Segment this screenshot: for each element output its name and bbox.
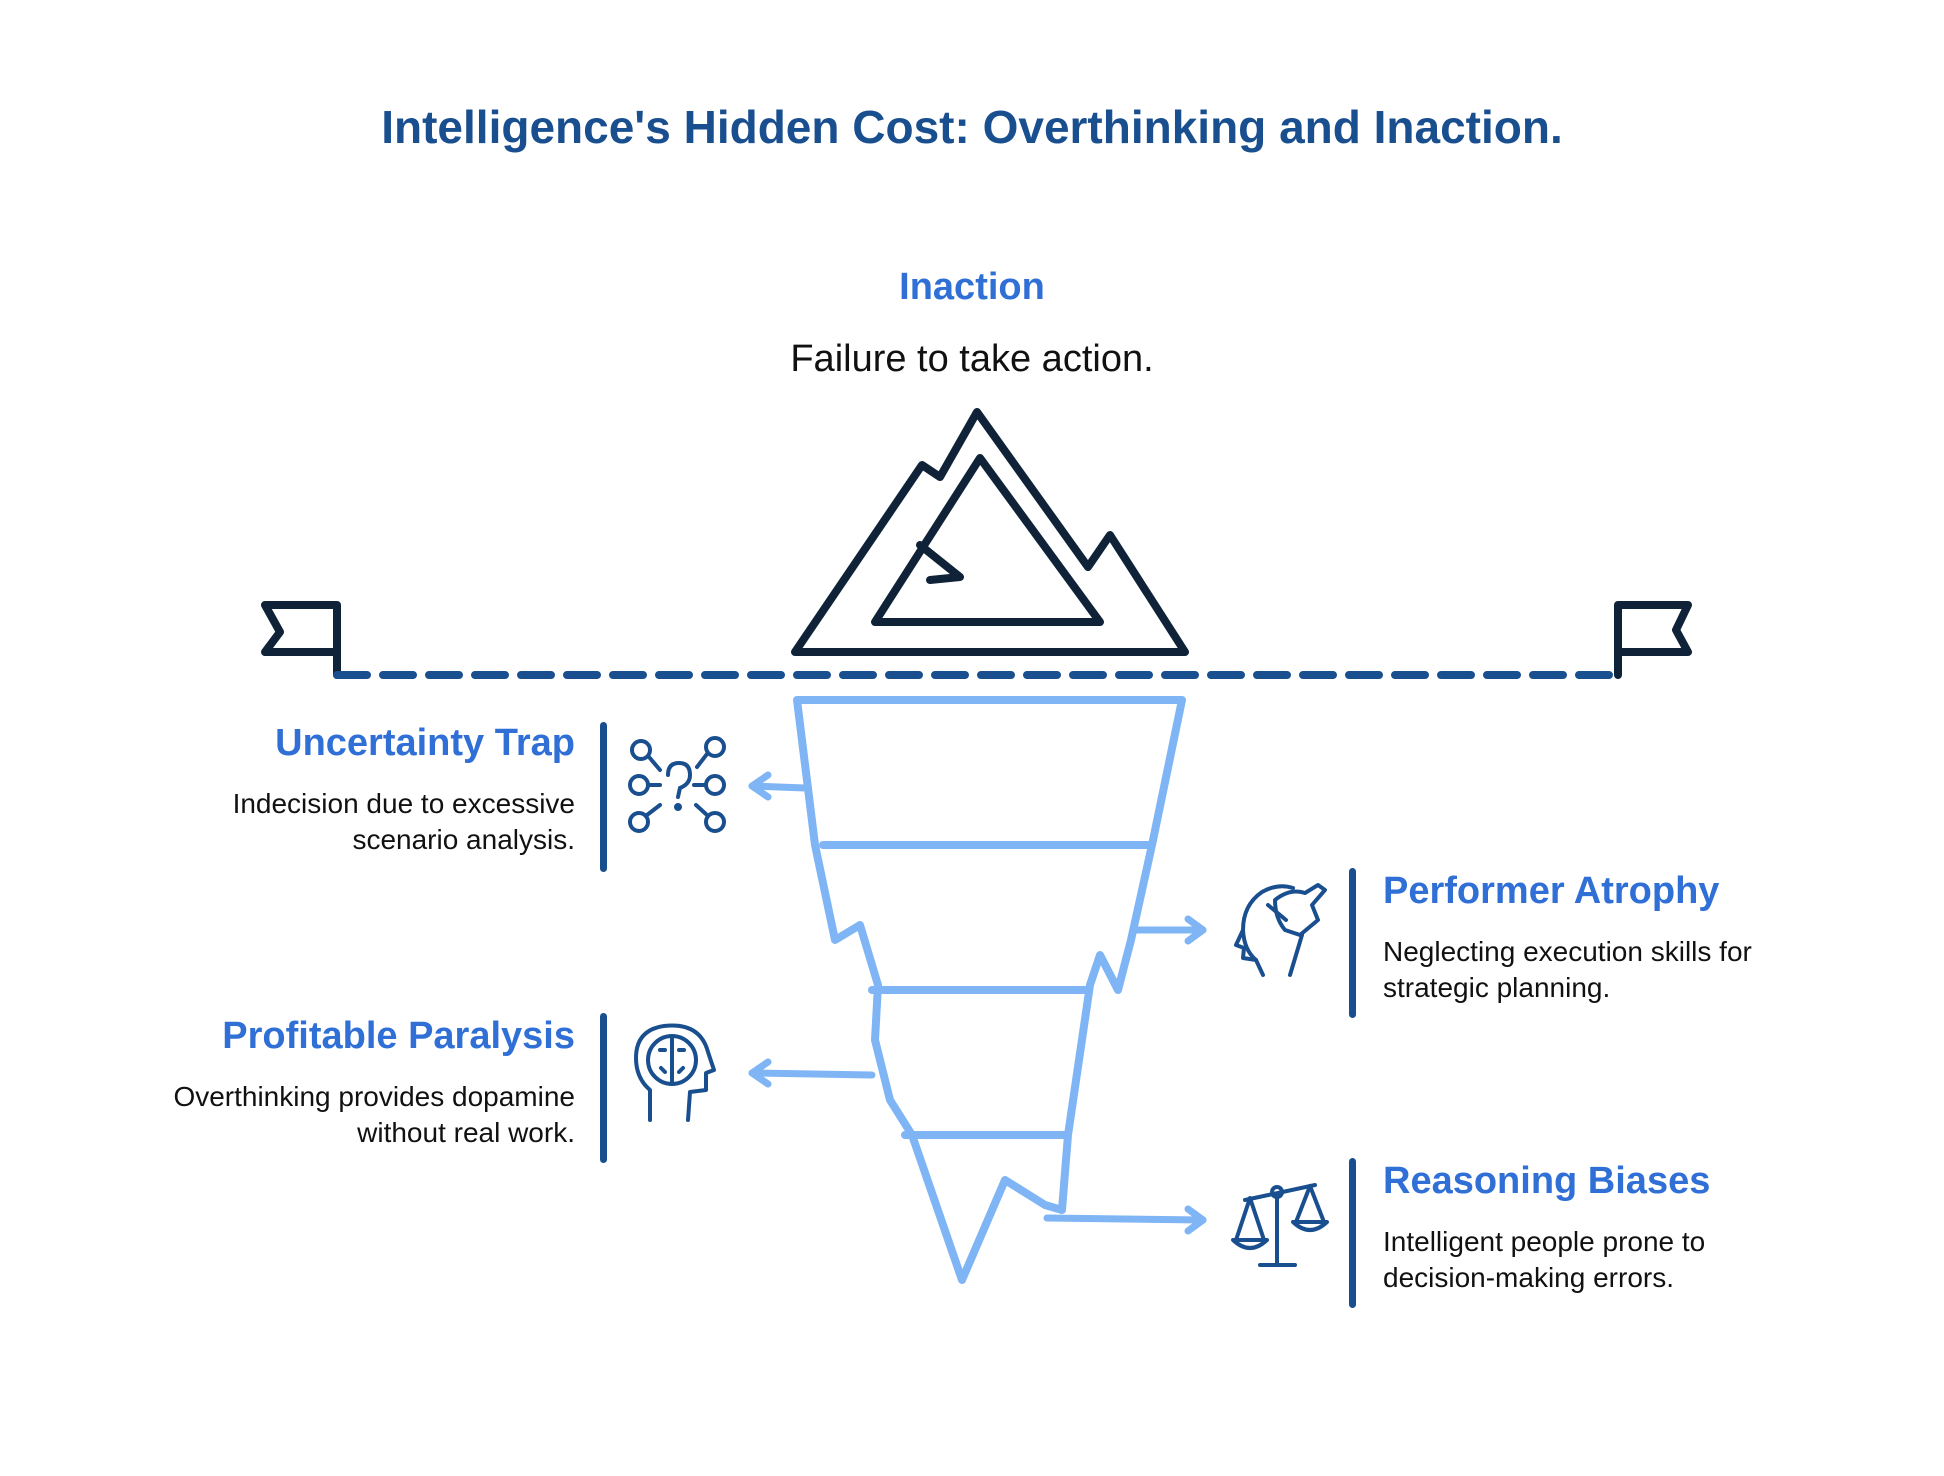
uncertainty-trap-line-1: Indecision due to excessive (232, 788, 575, 819)
performer-atrophy-description: Neglecting execution skills for strategi… (1383, 934, 1903, 1006)
page-title: Intelligence's Hidden Cost: Overthinking… (381, 101, 1563, 153)
head-with-hand-icon (1234, 883, 1327, 977)
uncertainty-trap-description: Indecision due to excessive scenario ana… (15, 786, 575, 858)
performer-atrophy-block: Performer Atrophy Neglecting execution s… (1383, 868, 1903, 1006)
reasoning-biases-heading: Reasoning Biases (1383, 1160, 1711, 1202)
uncertainty-trap-heading: Uncertainty Trap (275, 722, 575, 764)
reasoning-biases-line-2: decision-making errors. (1383, 1262, 1674, 1293)
reasoning-biases-divider (1349, 1158, 1356, 1308)
performer-atrophy-line-2: strategic planning. (1383, 972, 1611, 1003)
uncertainty-trap-block: Uncertainty Trap Indecision due to exces… (15, 720, 575, 858)
left-flag-icon (261, 601, 341, 679)
uncertainty-trap-divider (600, 722, 607, 872)
profitable-paralysis-description: Overthinking provides dopamine without r… (15, 1079, 575, 1151)
arrow-profitable (748, 1058, 876, 1088)
reasoning-biases-block: Reasoning Biases Intelligent people pron… (1383, 1158, 1903, 1296)
arrow-uncertainty (748, 771, 809, 801)
profitable-paralysis-heading: Profitable Paralysis (222, 1015, 575, 1057)
reasoning-biases-line-1: Intelligent people prone to (1383, 1226, 1706, 1257)
inaction-description: Failure to take action. (790, 338, 1154, 380)
reasoning-biases-description: Intelligent people prone to decision-mak… (1383, 1224, 1903, 1296)
branching-question-icon (628, 736, 726, 833)
profitable-paralysis-block: Profitable Paralysis Overthinking provid… (15, 1013, 575, 1151)
performer-atrophy-divider (1349, 868, 1356, 1018)
right-flag-icon (1614, 601, 1692, 679)
profitable-paralysis-line-1: Overthinking provides dopamine (173, 1081, 575, 1112)
uncertainty-trap-line-2: scenario analysis. (352, 824, 575, 855)
profitable-paralysis-divider (600, 1013, 607, 1163)
profitable-paralysis-line-2: without real work. (357, 1117, 575, 1148)
iceberg-tip (791, 408, 1189, 656)
iceberg-underwater (793, 696, 1186, 1284)
performer-atrophy-line-1: Neglecting execution skills for (1383, 936, 1752, 967)
inaction-heading: Inaction (899, 266, 1045, 308)
arrow-reasoning (1043, 1205, 1207, 1235)
balance-scale-icon (1231, 1183, 1329, 1267)
arrow-performer (1129, 915, 1207, 945)
performer-atrophy-heading: Performer Atrophy (1383, 870, 1720, 912)
brain-head-icon (634, 1023, 716, 1122)
